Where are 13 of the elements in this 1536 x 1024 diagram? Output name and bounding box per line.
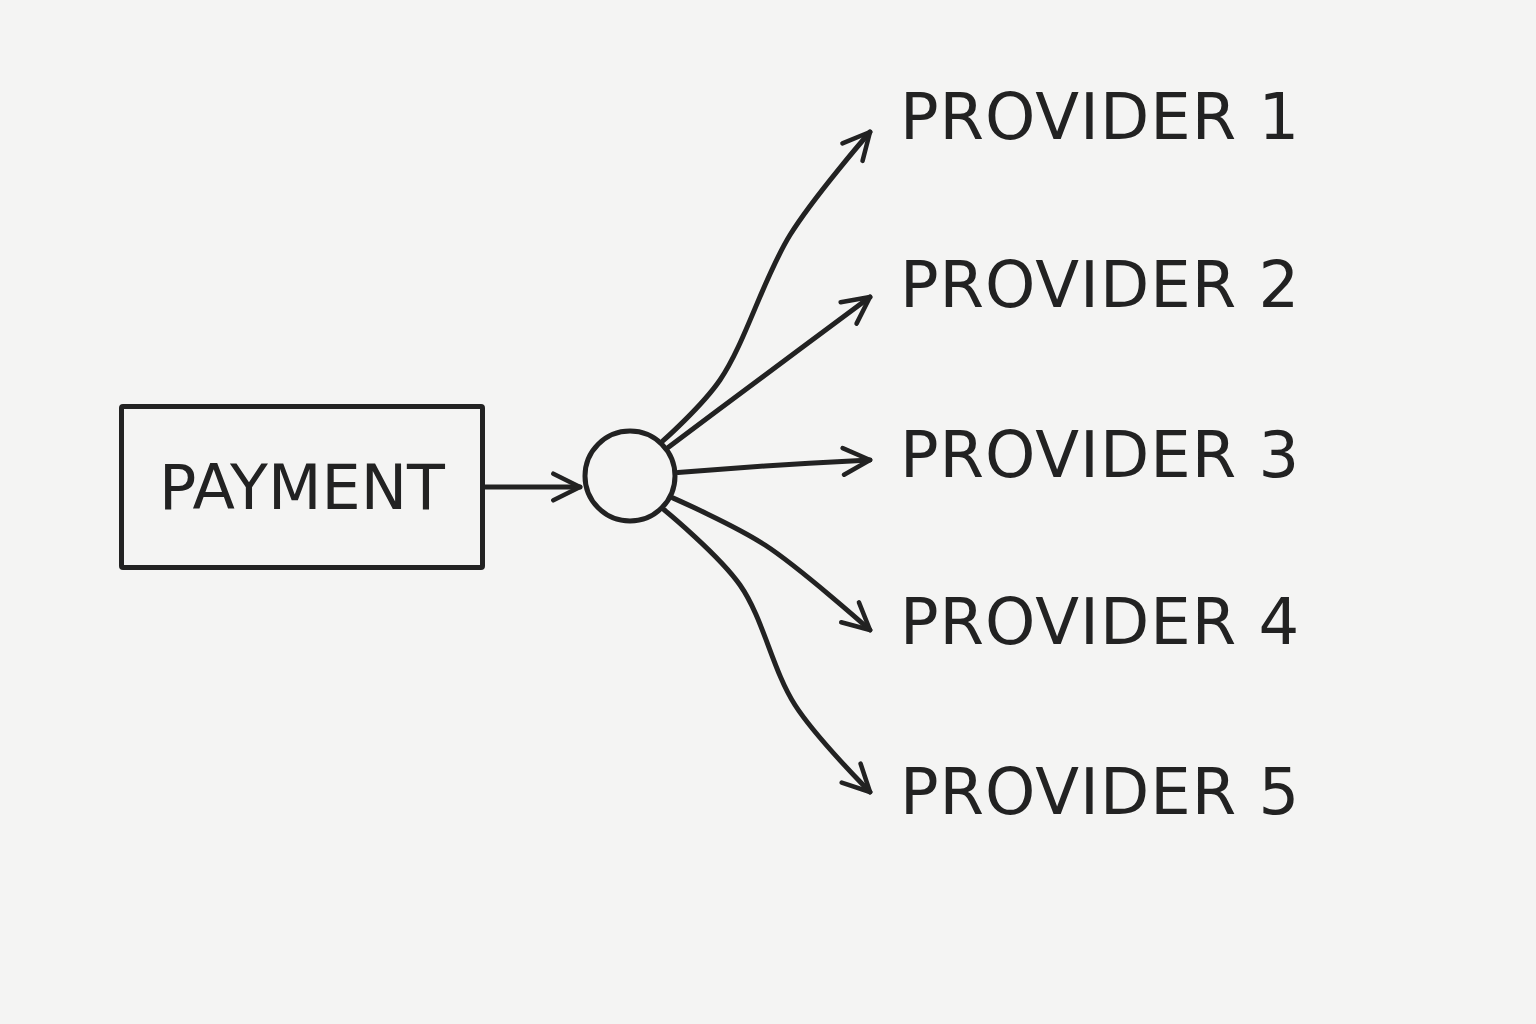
provider-label: PROVIDER 4 [900, 582, 1340, 662]
arrow [675, 445, 873, 477]
provider-label: PROVIDER 3 [900, 415, 1340, 495]
provider-label: PROVIDER 1 [900, 77, 1340, 157]
arrow [670, 495, 873, 633]
process-box [119, 404, 485, 570]
arrow [660, 129, 873, 444]
arrow [661, 507, 873, 795]
arrow [482, 471, 583, 503]
box-label: PAYMENT [159, 450, 445, 524]
provider-label: PROVIDER 5 [900, 752, 1340, 832]
provider-label: PROVIDER 2 [900, 245, 1340, 325]
arrow [665, 294, 873, 450]
